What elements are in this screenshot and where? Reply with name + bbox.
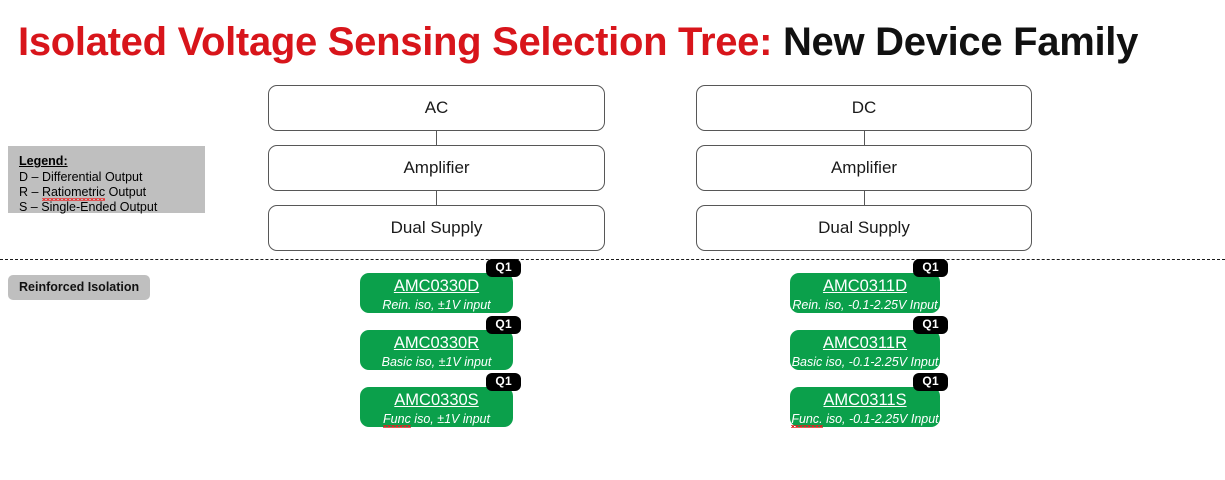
device-card-amc0311d[interactable]: Q1 AMC0311D Rein. iso, -0.1-2.25V Input <box>790 259 948 313</box>
legend-heading: Legend: <box>19 154 68 168</box>
legend-item-r-suffix: Output <box>105 185 147 199</box>
legend-item-d-prefix: D – <box>19 170 42 184</box>
device-name: AMC0330R <box>393 334 480 352</box>
device-name: AMC0311S <box>823 391 907 409</box>
device-card-amc0311r[interactable]: Q1 AMC0311R Basic iso, -0.1-2.25V Input <box>790 316 948 370</box>
device-name: AMC0330D <box>393 277 480 295</box>
legend-item-s-term: Single-Ended <box>41 200 117 214</box>
device-card-amc0311s[interactable]: Q1 AMC0311S Func. iso, -0.1-2.25V Input <box>790 373 948 427</box>
device-badge-q1: Q1 <box>486 259 521 277</box>
legend-item-r-term: Ratiometric <box>41 185 106 199</box>
device-desc-term: Func <box>383 412 411 426</box>
device-desc-suffix: iso, ±1V input <box>412 355 492 369</box>
page-title-accent: Isolated Voltage Sensing Selection Tree: <box>18 20 773 64</box>
device-badge-q1: Q1 <box>913 316 948 334</box>
device-desc-suffix: iso, -0.1-2.25V Input <box>822 412 939 426</box>
flow-box-dc-amplifier-label: Amplifier <box>830 158 898 177</box>
device-desc-term: Basic <box>381 355 413 369</box>
device-badge-q1: Q1 <box>486 373 521 391</box>
legend-item-r: R – Ratiometric Output <box>19 185 205 200</box>
device-desc-term: Basic <box>791 355 823 369</box>
connector-ac-2 <box>436 191 437 205</box>
legend-item-r-prefix: R – <box>19 185 42 199</box>
flow-box-ac-amplifier-label: Amplifier <box>403 158 470 177</box>
isolation-divider <box>0 259 1225 260</box>
device-description: Rein. iso, ±1V input <box>360 297 513 313</box>
flow-box-dc-source[interactable]: DC <box>696 85 1032 131</box>
flow-box-ac-dual-supply[interactable]: Dual Supply <box>268 205 605 251</box>
legend-item-s: S – Single-Ended Output <box>19 200 205 215</box>
device-desc-suffix: iso, -0.1-2.25V Input <box>822 355 939 369</box>
legend-item-d-term: Differential <box>41 170 102 184</box>
device-name: AMC0311R <box>822 334 908 352</box>
device-description: Func. iso, -0.1-2.25V Input <box>790 411 940 427</box>
device-badge-q1: Q1 <box>913 373 948 391</box>
legend-item-s-prefix: S – <box>19 200 42 214</box>
device-badge-q1: Q1 <box>913 259 948 277</box>
flow-box-ac-source-label: AC <box>424 98 449 117</box>
device-desc-term: Rein. <box>382 298 412 312</box>
legend-item-d: D – Differential Output <box>19 170 205 185</box>
device-description: Rein. iso, -0.1-2.25V Input <box>790 297 940 313</box>
device-badge-q1: Q1 <box>486 316 521 334</box>
device-name: AMC0311D <box>822 277 908 295</box>
flow-box-dc-dual-supply[interactable]: Dual Supply <box>696 205 1032 251</box>
device-desc-term: Func. <box>791 412 823 426</box>
reinforced-isolation-tag: Reinforced Isolation <box>8 275 151 300</box>
legend-box: Legend: D – Differential Output R – Rati… <box>8 146 205 215</box>
device-name: AMC0330S <box>394 391 479 409</box>
device-desc-suffix: iso, -0.1-2.25V Input <box>821 298 938 312</box>
connector-ac-1 <box>436 131 437 145</box>
device-desc-suffix: iso, ±1V input <box>411 298 491 312</box>
device-description: Basic iso, ±1V input <box>360 354 513 370</box>
flow-box-dc-dual-supply-label: Dual Supply <box>818 218 910 237</box>
device-card-amc0330s[interactable]: Q1 AMC0330S Func iso, ±1V input <box>360 373 521 427</box>
connector-dc-2 <box>864 191 865 205</box>
device-card-amc0330r[interactable]: Q1 AMC0330R Basic iso, ±1V input <box>360 316 521 370</box>
device-description: Func iso, ±1V input <box>360 411 513 427</box>
device-desc-suffix: iso, ±1V input <box>410 412 490 426</box>
device-desc-term: Rein. <box>792 298 822 312</box>
page-title: Isolated Voltage Sensing Selection Tree:… <box>18 16 1138 68</box>
flow-box-ac-source[interactable]: AC <box>268 85 605 131</box>
legend-item-s-suffix: Output <box>116 200 158 214</box>
device-description: Basic iso, -0.1-2.25V Input <box>790 354 940 370</box>
flow-box-dc-amplifier[interactable]: Amplifier <box>696 145 1032 191</box>
flow-box-ac-dual-supply-label: Dual Supply <box>390 218 483 237</box>
flow-box-dc-source-label: DC <box>851 98 877 117</box>
page-title-plain: New Device Family <box>772 20 1139 64</box>
legend-item-d-suffix: Output <box>101 170 143 184</box>
device-card-amc0330d[interactable]: Q1 AMC0330D Rein. iso, ±1V input <box>360 259 521 313</box>
connector-dc-1 <box>864 131 865 145</box>
flow-box-ac-amplifier[interactable]: Amplifier <box>268 145 605 191</box>
